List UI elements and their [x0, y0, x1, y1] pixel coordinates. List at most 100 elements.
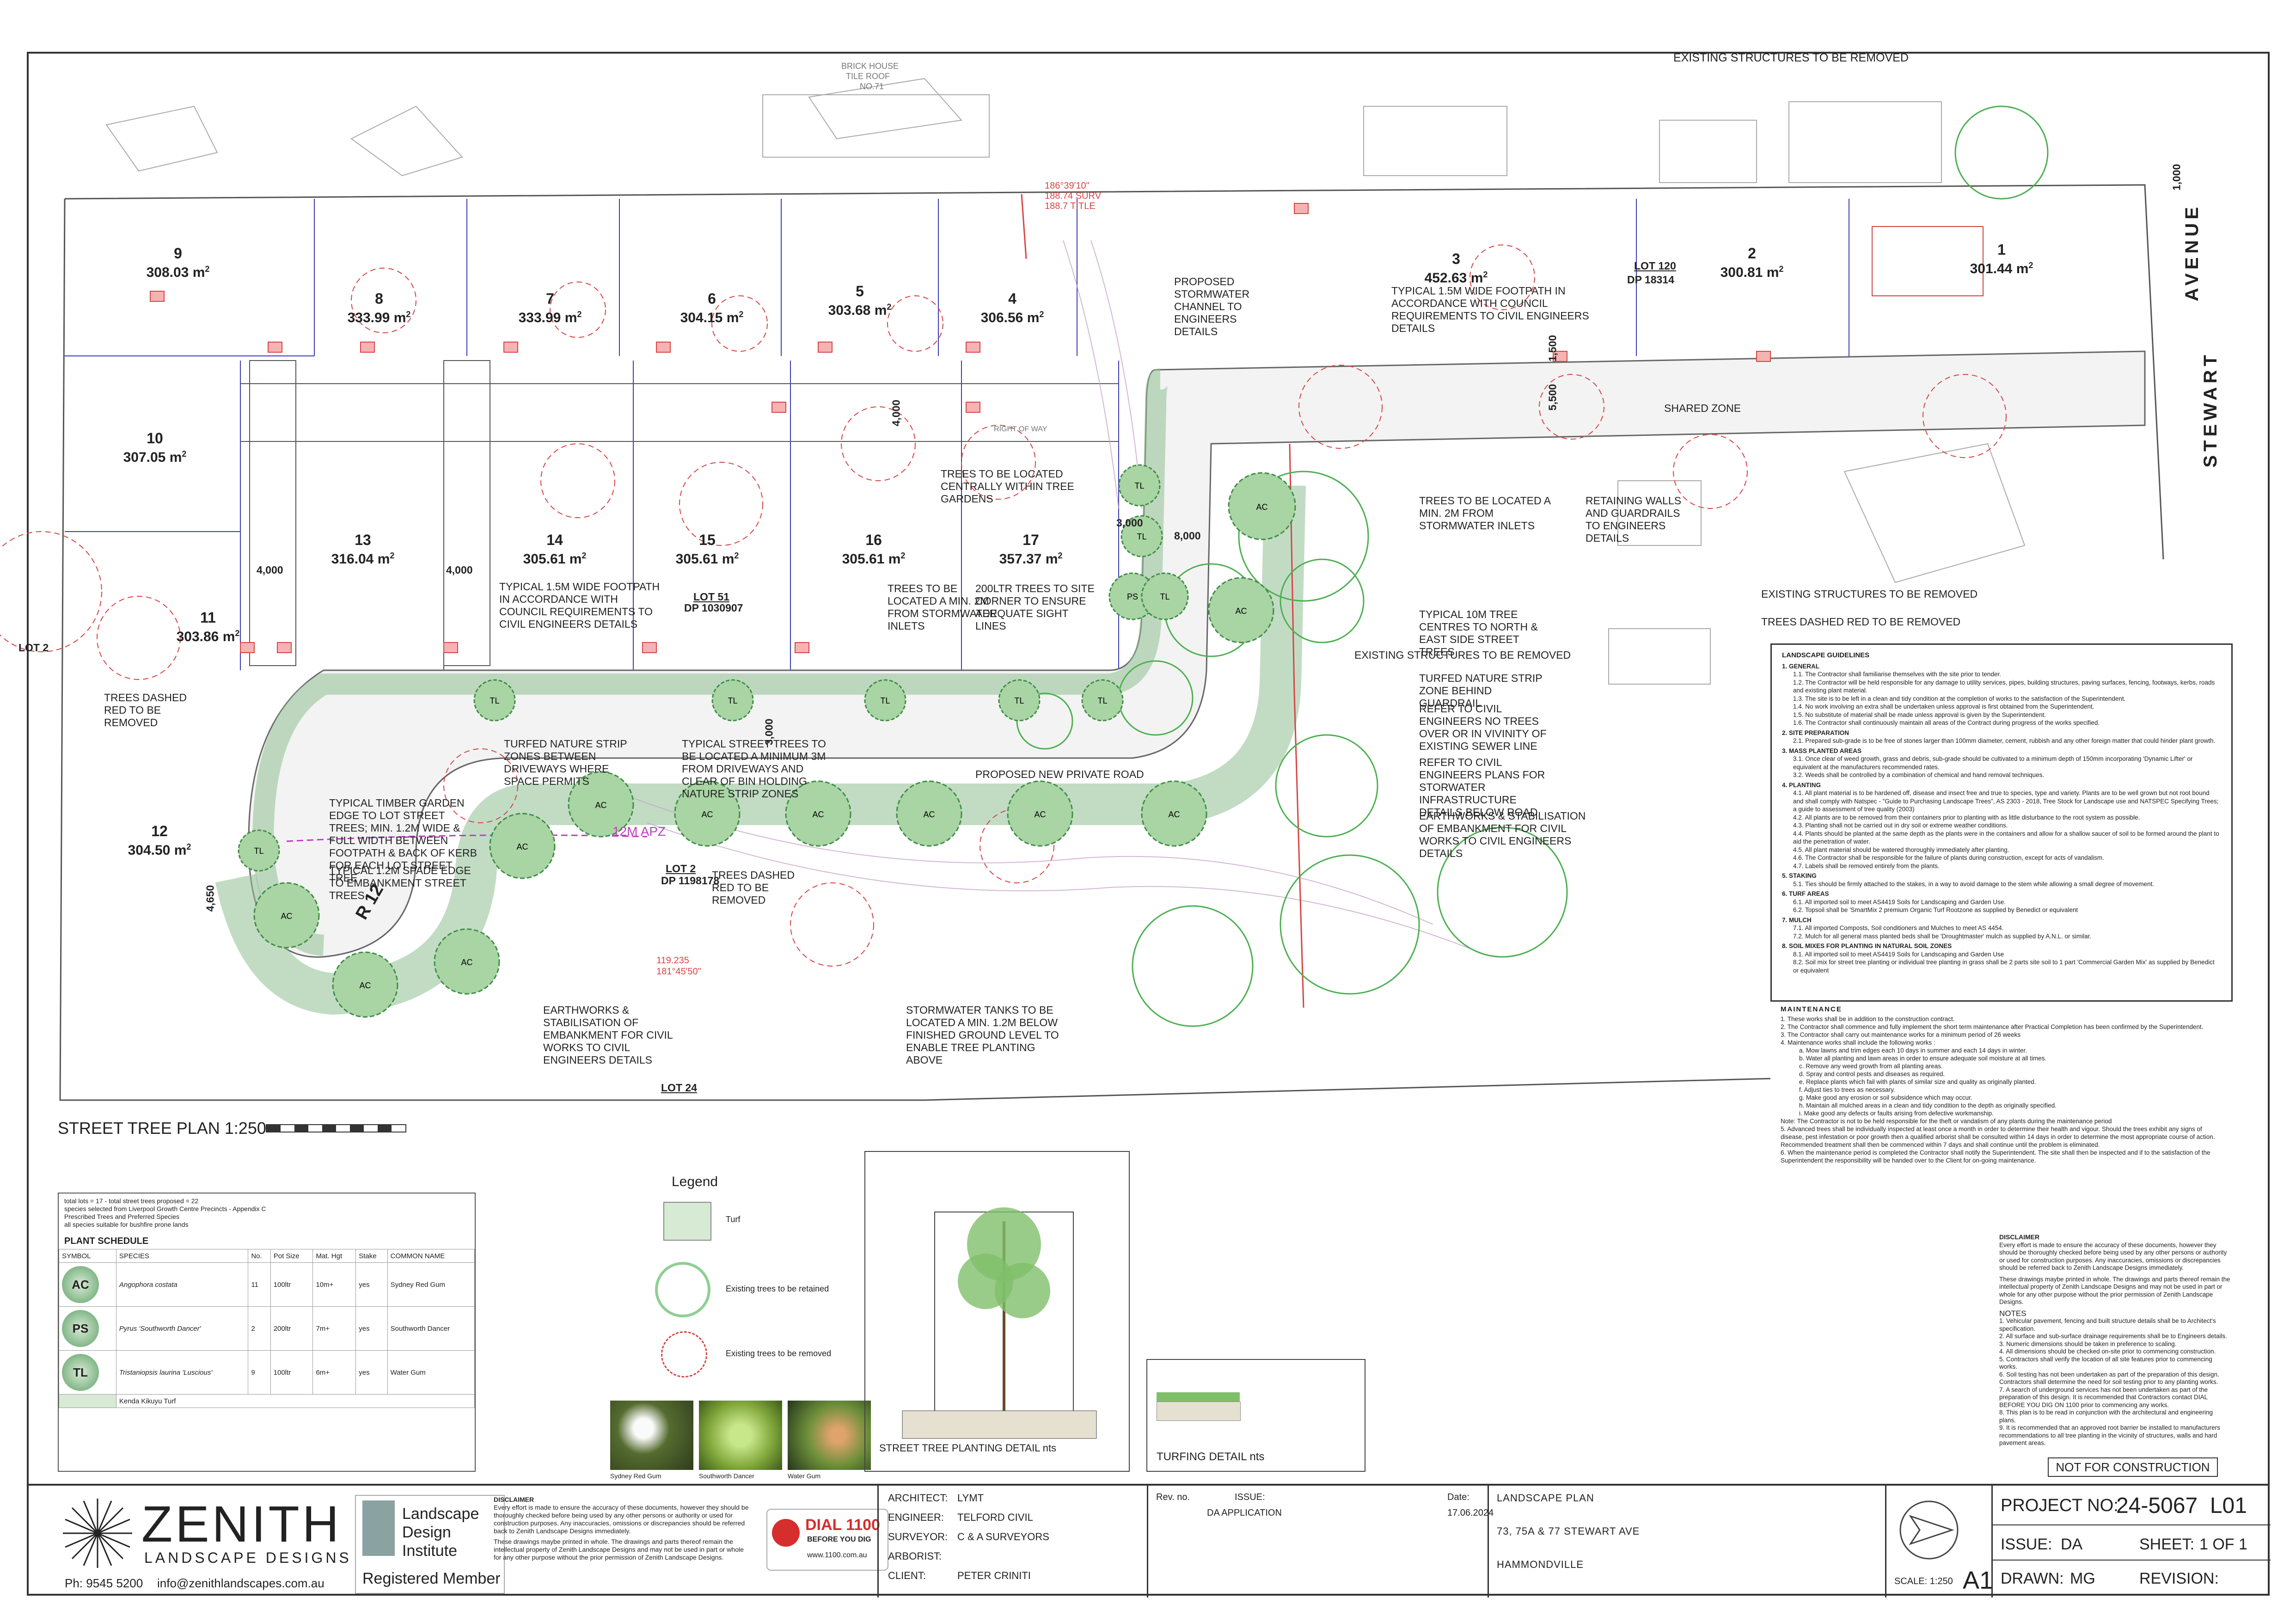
- note-apz: 12m APZ: [612, 824, 666, 839]
- col-hgt: Mat. Hgt: [312, 1249, 356, 1263]
- lot-area: 303.86 m2: [176, 629, 240, 644]
- project-info: ARCHITECT: LYMT ENGINEER: TELFORD CIVIL …: [877, 1486, 1494, 1598]
- note-lot24: LOT 24: [661, 1082, 697, 1094]
- engineer: TELFORD CIVIL: [957, 1512, 1033, 1523]
- note-trees-dashed-left: TREES DASHED RED TO BE REMOVED: [104, 692, 187, 728]
- note-stormwater-infra: REFER TO CIVIL ENGINEERS PLANS FOR STORW…: [1419, 756, 1545, 818]
- note-dp1198178: DP 1198178: [661, 875, 720, 887]
- tree-tl: TL: [1120, 515, 1163, 557]
- guideline-item: 8.2. Soil mix for street tree planting o…: [1793, 959, 2215, 974]
- tree-ps: TL: [1141, 572, 1189, 620]
- photo-caption: Sydney Red Gum: [610, 1472, 661, 1480]
- maintenance-item: b. Water all planting and lawn areas in …: [1799, 1055, 2047, 1062]
- note-item: 1. Vehicular pavement, fencing and built…: [1999, 1317, 2216, 1332]
- architect-label: ARCHITECT:: [888, 1492, 948, 1504]
- issue-value: DA APPLICATION: [1207, 1508, 1282, 1518]
- guideline-item: 4.3. Planting shall not be carried out i…: [1793, 822, 2008, 829]
- note-item: 3. Numeric dimensions should be taken in…: [1999, 1340, 2177, 1347]
- svg-text:AC: AC: [1235, 606, 1247, 616]
- issue-label: ISSUE:: [1235, 1492, 1265, 1502]
- schedule-note: total lots = 17 - total street trees pro…: [64, 1197, 199, 1205]
- notes-body: 1. Vehicular pavement, fencing and built…: [1999, 1317, 2230, 1447]
- guideline-heading: 6. TURF AREAS: [1782, 890, 1829, 897]
- turf-detail-title: TURFING DETAIL nts: [1157, 1451, 1265, 1463]
- maintenance-item: 1. These works shall be in addition to t…: [1781, 1016, 1955, 1022]
- drawn: MG: [2070, 1570, 2095, 1587]
- lot-area: 333.99 m2: [518, 310, 582, 325]
- guideline-item: 5.1. Ties should be firmly attached to t…: [1793, 880, 2155, 888]
- tree-ac: AC: [332, 951, 398, 1018]
- client-label: CLIENT:: [888, 1570, 926, 1581]
- plant-schedule: total lots = 17 - total street trees pro…: [58, 1193, 476, 1472]
- drawn-label: DRAWN:: [2001, 1570, 2064, 1587]
- bearing-2: 188.74 SURV: [1045, 191, 1101, 201]
- maintenance-item: 6. When the maintenance period is comple…: [1781, 1149, 2210, 1164]
- note-no-trees-sewer: REFER TO CIVIL ENGINEERS NO TREES OVER O…: [1419, 703, 1547, 752]
- schedule-note: all species suitable for bushfire prone …: [64, 1221, 189, 1228]
- tree-ac: AC: [1141, 780, 1207, 847]
- mature-height: 6m+: [312, 1350, 356, 1395]
- col-pot: Pot Size: [270, 1249, 313, 1263]
- maintenance-item: Note: The Contractor is not to be held r…: [1781, 1118, 2112, 1125]
- photo-caption: Water Gum: [788, 1472, 821, 1480]
- dial-url: www.1100.com.au: [807, 1551, 867, 1559]
- ldi-member: Registered Member: [362, 1570, 501, 1587]
- svg-text:TL: TL: [1014, 696, 1024, 705]
- stake: yes: [355, 1350, 388, 1395]
- note-dp1030907: DP 1030907: [684, 602, 743, 614]
- note-lot2-b: LOT 2: [666, 863, 696, 875]
- photo-caption: Southworth Dancer: [699, 1472, 754, 1480]
- sheet-size: A1: [1963, 1567, 1994, 1594]
- col-species: SPECIES: [116, 1249, 249, 1263]
- north-arrow-icon: [1899, 1500, 1959, 1560]
- disclaimer-text2: These drawings maybe printed in whole. T…: [1999, 1275, 2230, 1306]
- soil-layer: [1157, 1402, 1241, 1421]
- photo-sydney-red-gum: [610, 1401, 693, 1470]
- guideline-item: 3.1. Once clear of weed growth, grass an…: [1793, 755, 2193, 771]
- note-turfed-driveways: TURFED NATURE STRIP ZONES BETWEEN DRIVEW…: [504, 738, 627, 787]
- table-row: PS Pyrus 'Southworth Dancer' 2 200ltr 7m…: [59, 1306, 475, 1351]
- note-typical-10m: TYPICAL 10m TREE CENTRES TO NORTH & EAST…: [1419, 608, 1538, 658]
- sheet: 1 OF 1: [2199, 1536, 2247, 1553]
- guideline-item: 4.1. All plant material is to be hardene…: [1793, 790, 2219, 813]
- dim-4000-c: 4,000: [890, 399, 902, 427]
- bearing-3: 188.7 TITLE: [1045, 201, 1096, 211]
- lot-number: 8: [375, 290, 383, 307]
- lot-number: 1: [1997, 241, 2006, 258]
- schedule-title: PLANT SCHEDULE: [64, 1236, 149, 1246]
- turf-species: Kenda Kikuyu Turf: [116, 1394, 475, 1408]
- svg-text:AC: AC: [516, 842, 528, 851]
- guideline-heading: 3. MASS PLANTED AREAS: [1782, 747, 1862, 754]
- tree-ac: AC: [1208, 577, 1274, 643]
- lot-area: 357.37 m2: [999, 551, 1063, 567]
- plan-title-3: HAMMONDVILLE: [1497, 1559, 1584, 1570]
- guideline-item: 1.5. No substitute of material shall be …: [1793, 711, 2046, 718]
- col-no: No.: [248, 1249, 271, 1263]
- tree-detail-title: STREET TREE PLANTING DETAIL nts: [879, 1442, 1057, 1454]
- tree-planting-detail: STREET TREE PLANTING DETAIL nts: [864, 1151, 1130, 1472]
- tree-ac: AC: [434, 928, 500, 995]
- svg-text:AC: AC: [281, 912, 292, 921]
- photo-southworth-dancer: [699, 1401, 782, 1470]
- divider: [1147, 1486, 1148, 1598]
- maintenance-item: d. Spray and control pests and diseases …: [1799, 1071, 1945, 1077]
- dim-3000-b: 3,000: [763, 718, 775, 746]
- pot-size: 100ltr: [270, 1262, 313, 1307]
- plan-title-2: 73, 75A & 77 STEWART AVE: [1497, 1525, 1640, 1537]
- svg-text:TL: TL: [1160, 592, 1169, 601]
- table-row: Kenda Kikuyu Turf: [59, 1394, 475, 1408]
- maintenance-item: c. Remove any weed growth from all plant…: [1799, 1063, 1943, 1070]
- lot-area: 304.50 m2: [128, 842, 191, 858]
- svg-text:AC: AC: [812, 810, 824, 819]
- maintenance-item: a. Mow lawns and trim edges each 10 days…: [1799, 1047, 2027, 1054]
- note-existing-top: EXISTING STRUCTURES TO BE REMOVED: [1673, 51, 1909, 64]
- lot-area: 305.61 m2: [842, 551, 906, 567]
- guideline-heading: 7. MULCH: [1782, 916, 1812, 924]
- title-block: ZENITH LANDSCAPE DESIGNS Ph: 9545 5200 i…: [27, 1484, 2271, 1598]
- maintenance-body: 1. These works shall be in addition to t…: [1781, 1015, 2223, 1164]
- tb-disclaimer-text: Every effort is made to ensure the accur…: [494, 1504, 749, 1535]
- turf-layer: [1157, 1392, 1240, 1402]
- tree-ac: AC: [1007, 780, 1073, 847]
- lot-number: 6: [708, 290, 716, 307]
- guideline-item: 7.2. Mulch for all general mass planted …: [1793, 932, 2092, 940]
